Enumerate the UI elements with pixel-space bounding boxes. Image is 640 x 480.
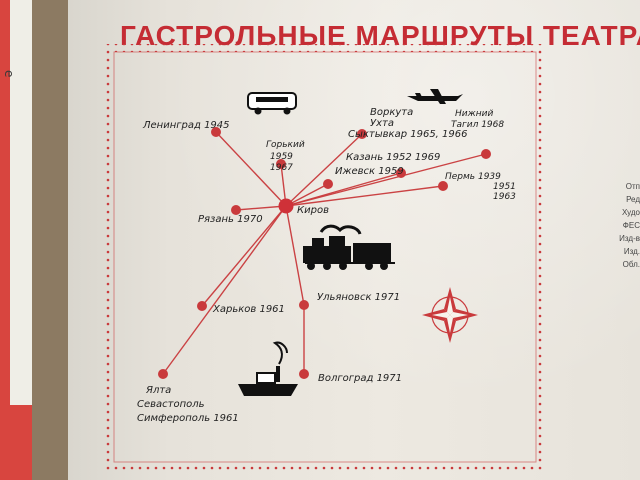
compass-rose-icon (422, 287, 478, 343)
label-gorky-line2: 1959 (270, 152, 293, 162)
city-dot-volgograd (299, 369, 309, 379)
inner-border (113, 51, 537, 463)
side-label-4: Изд-в (619, 234, 640, 243)
label-gorky-line1: Горький (266, 140, 305, 150)
city-dot-nizhny-tagil (481, 149, 491, 159)
city-labels: Ленинград 1945 Горький 1959 1967 Воркута… (137, 107, 516, 424)
ship-icon (238, 341, 298, 396)
label-ukhta: Ухта (370, 118, 394, 129)
label-yalta: Ялта (145, 385, 171, 396)
route-lines (162, 131, 487, 375)
side-label-6: Обл. (622, 260, 640, 269)
side-label-0: Отп (625, 182, 640, 191)
bus-icon (247, 92, 297, 115)
label-kirov: Киров (297, 205, 329, 216)
label-syktyvkar: Сыктывкар 1965, 1966 (348, 129, 467, 140)
right-page-fragments: Отп Ред Худо ФЕС Изд-в Изд. Обл. (616, 180, 640, 271)
book-cover-edge (32, 0, 70, 480)
label-perm-1963: 1963 (493, 192, 516, 202)
label-volgograd: Волгоград 1971 (318, 373, 402, 384)
label-kharkov: Харьков 1961 (212, 304, 285, 315)
label-izhevsk: Ижевск 1959 (335, 166, 404, 177)
label-kazan: Казань 1952 1969 (346, 152, 440, 163)
city-dot-leningrad (211, 127, 221, 137)
left-page-edge: е (2, 0, 32, 405)
city-points (158, 127, 491, 379)
city-dot-kharkov (197, 301, 207, 311)
city-dot-izhevsk (396, 168, 406, 178)
side-label-5: Изд. (623, 247, 640, 256)
label-leningrad: Ленинград 1945 (142, 120, 230, 131)
label-perm-1951: 1951 (493, 182, 516, 192)
printed-page (68, 0, 640, 480)
train-icon (303, 224, 395, 270)
side-label-3: ФЕС (622, 221, 640, 230)
label-gorky-line3: 1967 (270, 163, 293, 173)
city-dot-perm (438, 181, 448, 191)
hub-dot-kirov (278, 198, 294, 214)
city-dot-ulyanovsk (299, 300, 309, 310)
label-nizhny: Нижний (455, 109, 493, 119)
airplane-icon (407, 89, 463, 104)
side-label-2: Худо (621, 208, 640, 217)
label-tagil: Тагил 1968 (451, 120, 504, 130)
city-dot-gorky (276, 159, 286, 169)
label-ryazan: Рязань 1970 (198, 214, 263, 225)
city-dot-ryazan (231, 205, 241, 215)
side-label-1: Ред (626, 195, 640, 204)
city-dot-kazan (323, 179, 333, 189)
city-dot-yalta (158, 369, 168, 379)
city-dot-vorkuta (357, 129, 367, 139)
label-simferopol: Симферополь 1961 (137, 413, 239, 424)
label-ulyanovsk: Ульяновск 1971 (317, 292, 400, 303)
label-perm: Пермь 1939 (445, 172, 501, 182)
label-sevastopol: Севастополь (137, 399, 205, 410)
decorative-border (106, 44, 544, 470)
label-vorkuta: Воркута (370, 107, 413, 118)
